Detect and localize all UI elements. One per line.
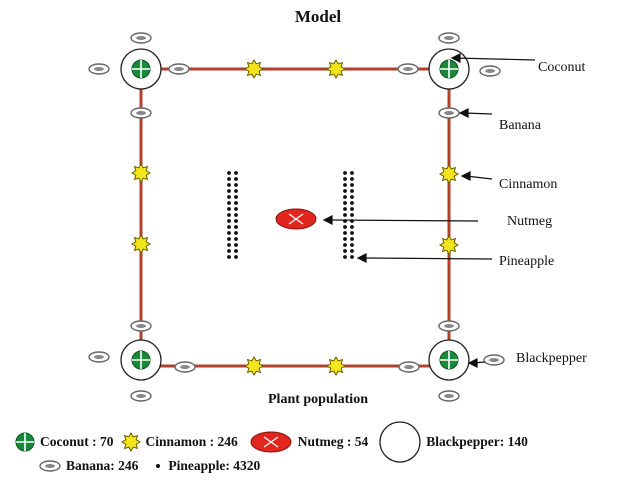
pineapple-dot [227, 183, 231, 187]
pineapple-dot [227, 177, 231, 181]
legend-row-2: Banana: 246 Pineapple: 4320 [38, 458, 266, 474]
legend-nutmeg-label: Nutmeg : 54 [297, 434, 369, 449]
pineapple-dot [234, 225, 238, 229]
pineapple-dot [350, 237, 354, 241]
legend-cinnamon: Cinnamon : 246 [120, 431, 238, 453]
blackpepper-icon [379, 421, 421, 463]
pineapple-dot [234, 231, 238, 235]
legend-blackpepper-label: Blackpepper: 140 [426, 434, 528, 449]
pineapple-dot [350, 207, 354, 211]
coconut-icon [15, 432, 35, 452]
pineapple-dot [234, 219, 238, 223]
banana-icon [39, 460, 61, 472]
pineapple-dot [343, 249, 347, 253]
pineapple-dot [227, 237, 231, 241]
pineapple-dot [343, 231, 347, 235]
plot-boundary [139, 67, 451, 368]
pineapple-dot [234, 177, 238, 181]
pineapple-dot [234, 213, 238, 217]
pineapple-dot [350, 231, 354, 235]
corner-top-right [428, 48, 470, 90]
pineapple-dot [350, 189, 354, 193]
pineapple-dot [227, 255, 231, 259]
pineapple-dot [343, 177, 347, 181]
nutmeg-icon [250, 431, 292, 453]
pineapple-dot [234, 237, 238, 241]
pineapple-dot [350, 201, 354, 205]
legend-coconut: Coconut : 70 [14, 431, 114, 453]
pineapple-dot [227, 195, 231, 199]
diagram-subtitle: Plant population [268, 392, 368, 407]
pineapple-dot [234, 189, 238, 193]
pineapple-dot [350, 171, 354, 175]
pineapple-dot [234, 249, 238, 253]
pineapple-dot [227, 231, 231, 235]
pineapple-dot [343, 255, 347, 259]
pineapple-dot [227, 201, 231, 205]
pineapple-dot [350, 255, 354, 259]
callout-pineapple: Pineapple [499, 254, 555, 269]
callout-banana: Banana [499, 118, 541, 133]
callout-blackpepper: Blackpepper [516, 351, 587, 366]
pineapple-dot [343, 195, 347, 199]
pineapple-dot [227, 171, 231, 175]
legend-blackpepper: Blackpepper: 140 [378, 420, 528, 464]
callout-nutmeg: Nutmeg [507, 214, 553, 229]
legend-coconut-label: Coconut : 70 [40, 434, 114, 449]
pineapple-dot [343, 189, 347, 193]
callout-coconut: Coconut [538, 60, 586, 75]
pineapple-dot [343, 183, 347, 187]
pineapple-icon [156, 464, 161, 468]
pineapple-dot [350, 213, 354, 217]
pineapple-dot [227, 213, 231, 217]
corner-bottom-left [120, 339, 162, 381]
legend-banana: Banana: 246 [38, 458, 138, 474]
pineapple-rows [227, 171, 354, 259]
callout-cinnamon: Cinnamon [499, 177, 558, 192]
pineapple-dot [343, 171, 347, 175]
pineapple-dot [343, 201, 347, 205]
pineapple-dot [350, 243, 354, 247]
corner-bottom-right [428, 339, 470, 381]
pineapple-dot [227, 225, 231, 229]
pineapple-dot [227, 219, 231, 223]
callout-arrows [322, 53, 536, 368]
pineapple-dot [350, 183, 354, 187]
pineapple-dot [343, 243, 347, 247]
pineapple-dot [350, 249, 354, 253]
pineapple-dot [234, 183, 238, 187]
legend-pineapple: Pineapple: 4320 [152, 458, 260, 474]
pineapple-dot [234, 255, 238, 259]
nutmeg-plant [275, 208, 317, 230]
pineapple-dot [350, 225, 354, 229]
legend-pineapple-label: Pineapple: 4320 [168, 458, 261, 473]
pineapple-dot [350, 177, 354, 181]
pineapple-dot [234, 201, 238, 205]
corner-top-left [120, 48, 162, 90]
pineapple-dot [343, 225, 347, 229]
pineapple-dot [350, 195, 354, 199]
pineapple-dot [343, 213, 347, 217]
diagram-title: Model [294, 7, 342, 26]
pineapple-dot [234, 171, 238, 175]
pineapple-dot [227, 189, 231, 193]
pineapple-dot [227, 207, 231, 211]
legend-banana-label: Banana: 246 [66, 458, 139, 473]
pineapple-dot [227, 249, 231, 253]
pineapple-dot [234, 207, 238, 211]
pineapple-dot [343, 237, 347, 241]
legend-cinnamon-label: Cinnamon : 246 [145, 434, 238, 449]
pineapple-dot [343, 207, 347, 211]
pineapple-dot [234, 195, 238, 199]
pineapple-dot [227, 243, 231, 247]
legend-row-1: Coconut : 70 Cinnamon : 246 Nutmeg : 54 … [14, 420, 534, 464]
pineapple-dot [234, 243, 238, 247]
legend-nutmeg: Nutmeg : 54 [248, 430, 369, 454]
cinnamon-icon [121, 432, 140, 452]
